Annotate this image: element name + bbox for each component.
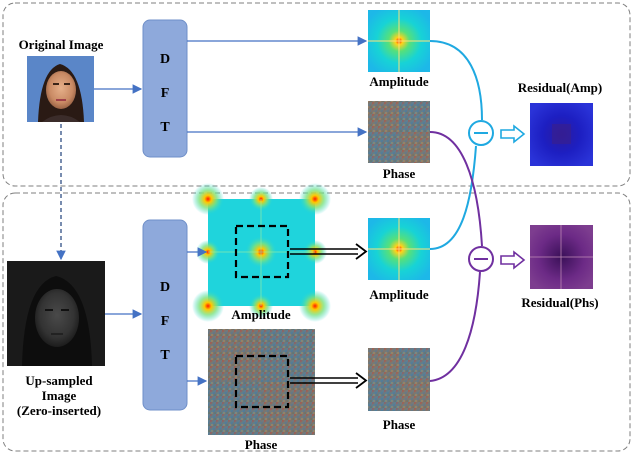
- cropped-amplitude-spectrum: [368, 218, 430, 280]
- original-image-label: Original Image: [18, 37, 104, 52]
- residual-amp-label: Residual(Amp): [517, 80, 603, 95]
- upsampled-label-line: (Zero-inserted): [16, 402, 102, 418]
- top-amplitude-label: Amplitude: [369, 74, 429, 89]
- dft-label-bottom: D F T: [143, 280, 187, 382]
- upsampled-label-line: Up-sampled: [25, 373, 93, 388]
- bottom-amplitude-spectrum: [192, 183, 331, 322]
- bottom-amplitude-label: Amplitude: [231, 307, 291, 322]
- residual-phs-label: Residual(Phs): [521, 295, 599, 310]
- dft-block-bottom: [142, 219, 188, 411]
- original-image: [27, 56, 94, 122]
- residual-amp-image: [530, 103, 593, 166]
- dft-letter: T: [160, 120, 170, 135]
- crop-arrow-phase: [290, 372, 368, 389]
- dft-letter: D: [159, 280, 171, 295]
- cropped-amplitude-label: Amplitude: [369, 287, 429, 302]
- crop-arrow-amplitude: [290, 243, 368, 260]
- bottom-panel-border: [2, 192, 631, 452]
- dft-letter: T: [160, 348, 170, 363]
- dft-letter: D: [159, 52, 171, 67]
- bottom-phase-spectrum: [208, 329, 315, 435]
- amplitude-crop-box: [234, 224, 290, 279]
- dft-letter: F: [160, 86, 170, 101]
- cropped-phase-label: Phase: [382, 417, 416, 432]
- cropped-phase-spectrum: [368, 348, 430, 411]
- result-arrow-phs: [500, 250, 526, 270]
- top-amplitude-spectrum: [368, 10, 430, 72]
- residual-phs-image: [530, 225, 593, 289]
- phase-crop-box: [234, 354, 290, 409]
- top-phase-spectrum: [368, 101, 430, 163]
- top-phase-label: Phase: [382, 166, 416, 181]
- curve-bottom-phase-to-subtract: [429, 271, 481, 382]
- upsampled-image: [7, 261, 105, 366]
- upsampled-image-label: Up-sampled Image (Zero-inserted): [4, 373, 114, 419]
- upsampled-label-line: Image: [41, 387, 77, 403]
- result-arrow-amp: [500, 124, 526, 144]
- curve-top-phase-to-subtract: [429, 131, 483, 247]
- dft-letter: F: [160, 314, 170, 329]
- curve-bottom-amplitude-to-subtract: [429, 145, 477, 250]
- bottom-phase-label: Phase: [244, 437, 278, 452]
- dft-block-top: [142, 19, 188, 158]
- curve-top-amplitude-to-subtract: [429, 40, 483, 121]
- dft-label-top: D F T: [143, 52, 187, 154]
